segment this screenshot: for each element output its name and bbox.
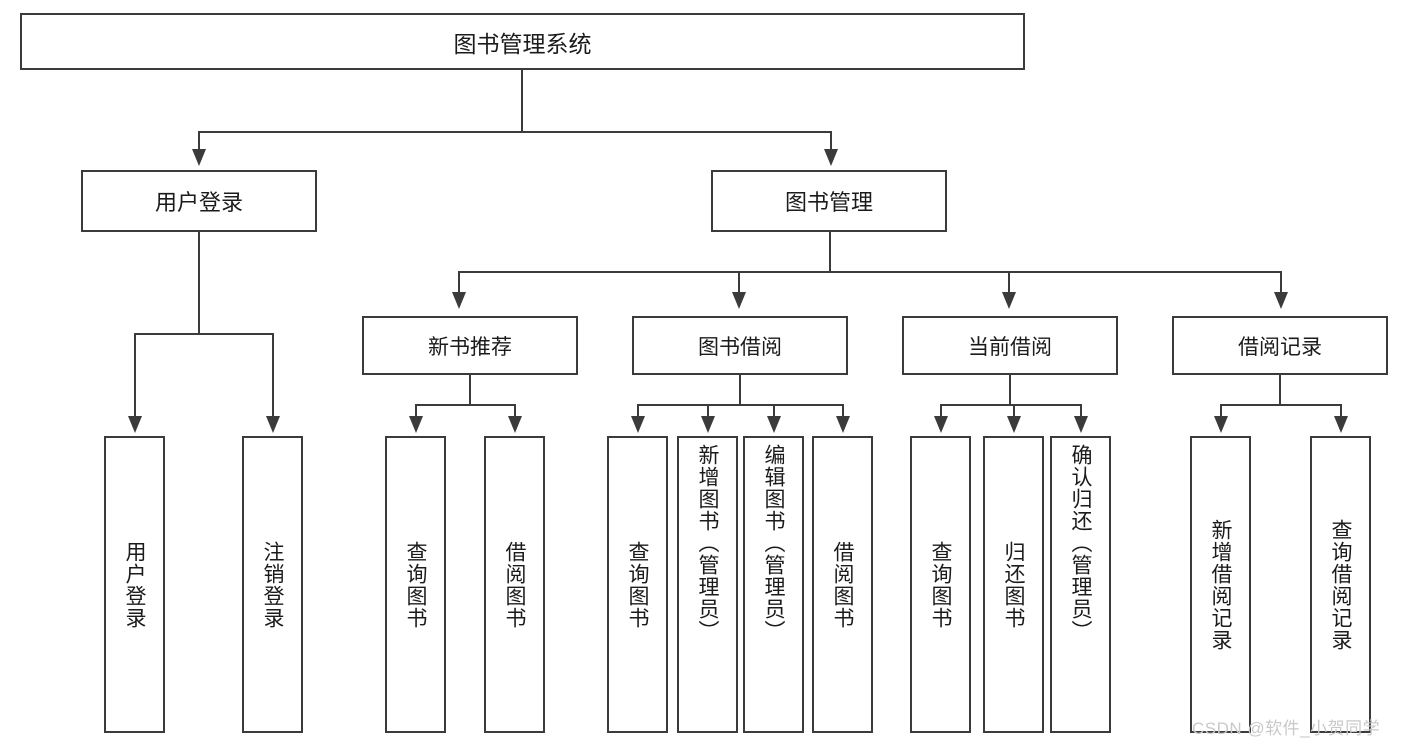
leaf-label: 新增图书（管理员） (696, 444, 719, 642)
leaf-logout[interactable]: 注销登录 (242, 436, 303, 733)
leaf-label: 归还图书 (1002, 540, 1025, 629)
leaf-label: 查询图书 (929, 540, 952, 629)
connector-cb-trunk (1009, 375, 1011, 406)
node-book-management[interactable]: 图书管理 (711, 170, 947, 232)
arrow-to-leaf-confirm-return (1074, 416, 1088, 433)
connector-user-login-bus (134, 333, 272, 335)
leaf-label: 新增借阅记录 (1209, 518, 1232, 651)
leaf-label: 编辑图书（管理员） (762, 444, 785, 642)
connector-bb-bus (637, 404, 843, 406)
connector-root-drop-left (198, 131, 200, 150)
leaf-label: 查询图书 (626, 540, 649, 629)
node-user-login[interactable]: 用户登录 (81, 170, 317, 232)
leaf-label: 确认归还（管理员） (1069, 444, 1092, 642)
csdn-watermark: CSDN @软件_小贺同学 (1192, 719, 1381, 738)
connector-user-login-trunk (198, 232, 200, 335)
arrow-to-leaf-add-record (1214, 416, 1228, 433)
connector-cb-drop-2 (1013, 404, 1015, 417)
arrow-to-leaf-return-book (1007, 416, 1021, 433)
arrow-to-leaf-logout (266, 416, 280, 433)
connector-br-drop-2 (1340, 404, 1342, 417)
connector-bm-drop-3 (1008, 271, 1010, 293)
arrow-to-leaf-borrow-book-2 (836, 416, 850, 433)
connector-cb-drop-1 (940, 404, 942, 417)
leaf-query-borrow-record[interactable]: 查询借阅记录 (1310, 436, 1371, 733)
arrow-to-leaf-query-book-2 (631, 416, 645, 433)
leaf-add-book-admin[interactable]: 新增图书（管理员） (677, 436, 738, 733)
connector-book-management-trunk (829, 232, 831, 273)
arrow-to-leaf-edit-book (767, 416, 781, 433)
connector-user-login-drop-1 (134, 333, 136, 417)
connector-root-drop-right (830, 131, 832, 150)
node-label: 当前借阅 (968, 335, 1052, 359)
arrow-to-user-login (192, 149, 206, 166)
leaf-query-book-borrow[interactable]: 查询图书 (607, 436, 668, 733)
leaf-label: 借阅图书 (831, 540, 854, 629)
connector-bb-trunk (739, 375, 741, 406)
leaf-confirm-return-admin[interactable]: 确认归还（管理员） (1050, 436, 1111, 733)
arrow-to-leaf-borrow-book-1 (508, 416, 522, 433)
arrow-to-current-borrow (1002, 292, 1016, 309)
leaf-label: 注销登录 (261, 540, 284, 629)
connector-nbr-trunk (469, 375, 471, 406)
node-label: 图书管理系统 (453, 30, 592, 57)
connector-br-drop-1 (1220, 404, 1222, 417)
connector-br-trunk (1279, 375, 1281, 406)
node-label: 图书借阅 (698, 335, 782, 359)
node-label: 图书管理 (784, 190, 873, 215)
leaf-borrow-book-borrow[interactable]: 借阅图书 (812, 436, 873, 733)
arrow-to-borrow-record (1274, 292, 1288, 309)
connector-bm-drop-2 (738, 271, 740, 293)
connector-nbr-bus (415, 404, 515, 406)
arrow-to-new-book-rec (452, 292, 466, 309)
leaf-query-book-current[interactable]: 查询图书 (910, 436, 971, 733)
arrow-to-leaf-query-book-3 (934, 416, 948, 433)
leaf-label: 查询图书 (404, 540, 427, 629)
arrow-to-leaf-user-login (128, 416, 142, 433)
connector-cb-bus (940, 404, 1081, 406)
connector-bb-drop-4 (842, 404, 844, 417)
node-label: 借阅记录 (1238, 335, 1322, 359)
connector-cb-drop-3 (1080, 404, 1082, 417)
connector-root-trunk (521, 70, 523, 133)
leaf-edit-book-admin[interactable]: 编辑图书（管理员） (743, 436, 804, 733)
connector-bb-drop-2 (707, 404, 709, 417)
node-root-system[interactable]: 图书管理系统 (20, 13, 1025, 70)
connector-user-login-drop-2 (272, 333, 274, 417)
connector-nbr-drop-1 (415, 404, 417, 417)
connector-bm-drop-1 (458, 271, 460, 293)
node-label: 新书推荐 (428, 335, 512, 359)
leaf-borrow-book-newbook[interactable]: 借阅图书 (484, 436, 545, 733)
leaf-return-book[interactable]: 归还图书 (983, 436, 1044, 733)
node-label: 用户登录 (154, 190, 243, 215)
node-current-borrow[interactable]: 当前借阅 (902, 316, 1118, 375)
arrow-to-book-manage (824, 149, 838, 166)
arrow-to-leaf-query-book-1 (409, 416, 423, 433)
node-new-book-recommend[interactable]: 新书推荐 (362, 316, 578, 375)
node-book-borrow[interactable]: 图书借阅 (632, 316, 848, 375)
connector-bm-drop-4 (1280, 271, 1282, 293)
arrow-to-leaf-query-record (1334, 416, 1348, 433)
arrow-to-book-borrow (732, 292, 746, 309)
leaf-query-book-newbook[interactable]: 查询图书 (385, 436, 446, 733)
leaf-user-login[interactable]: 用户登录 (104, 436, 165, 733)
arrow-to-leaf-add-book (701, 416, 715, 433)
connector-bb-drop-1 (637, 404, 639, 417)
connector-root-bus (198, 131, 832, 133)
leaf-label: 用户登录 (123, 540, 146, 629)
leaf-add-borrow-record[interactable]: 新增借阅记录 (1190, 436, 1251, 733)
leaf-label: 查询借阅记录 (1329, 518, 1352, 651)
connector-book-management-bus (458, 271, 1282, 273)
connector-br-bus (1220, 404, 1341, 406)
connector-nbr-drop-2 (514, 404, 516, 417)
connector-bb-drop-3 (773, 404, 775, 417)
leaf-label: 借阅图书 (503, 540, 526, 629)
node-borrow-record[interactable]: 借阅记录 (1172, 316, 1388, 375)
